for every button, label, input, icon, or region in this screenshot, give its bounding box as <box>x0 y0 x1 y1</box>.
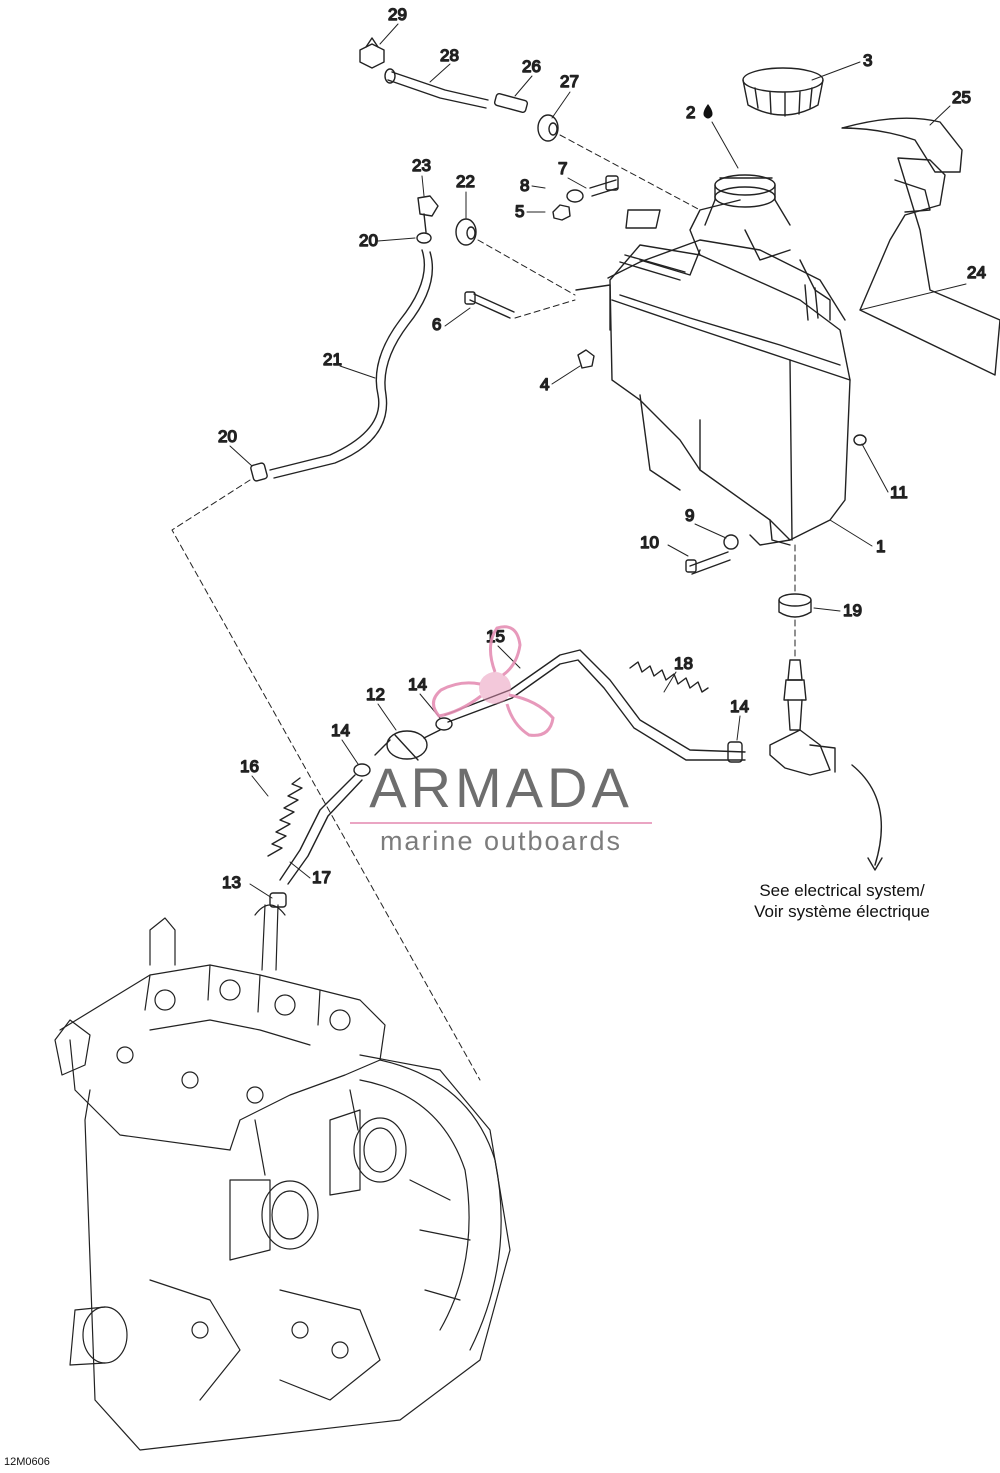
filter-12 <box>374 729 441 761</box>
assembly-guide-lines <box>171 134 796 1081</box>
watermark-brand: ARMADA <box>369 756 633 819</box>
callout-16: 16 <box>240 757 259 776</box>
callout-14-left: 14 <box>331 721 350 740</box>
clamp-14-left <box>353 717 453 777</box>
oil-tank <box>607 199 851 546</box>
reference-line-french: Voir système électrique <box>754 902 930 921</box>
filler-cap <box>742 67 824 117</box>
callout-19: 19 <box>843 601 862 620</box>
elbow-fitting-23 <box>417 195 439 233</box>
callout-8: 8 <box>520 176 529 195</box>
callout-18: 18 <box>674 654 693 673</box>
callout-2: 2 <box>686 103 695 122</box>
callout-1: 1 <box>876 537 885 556</box>
grommet-19 <box>778 593 812 618</box>
oil-drop-icon <box>703 104 713 119</box>
callout-5: 5 <box>515 202 524 221</box>
callout-25: 25 <box>952 88 971 107</box>
callout-6: 6 <box>432 315 441 334</box>
vent-hose-28 <box>384 68 489 109</box>
callout-17: 17 <box>312 868 331 887</box>
callout-labels: 29 28 26 27 3 2 25 23 22 7 8 5 20 6 24 2… <box>217 4 986 892</box>
callout-23: 23 <box>412 156 431 175</box>
grommet-27 <box>537 114 559 142</box>
connector-26 <box>493 93 529 113</box>
callout-29: 29 <box>388 5 407 24</box>
hose-17 <box>279 774 363 885</box>
filler-neck <box>704 174 791 226</box>
callout-3: 3 <box>863 51 872 70</box>
callout-27: 27 <box>560 72 579 91</box>
fasteners <box>464 175 867 575</box>
engine-assembly <box>54 904 511 1451</box>
callout-11: 11 <box>890 483 908 502</box>
leader-lines <box>229 23 967 899</box>
callout-4: 4 <box>540 375 549 394</box>
callout-26: 26 <box>522 57 541 76</box>
callout-13: 13 <box>222 873 241 892</box>
propeller-logo-icon <box>432 625 555 737</box>
callout-21: 21 <box>323 350 342 369</box>
watermark-underline <box>350 822 652 824</box>
vent-hose-21 <box>269 249 434 479</box>
callout-7: 7 <box>558 159 567 178</box>
callout-9: 9 <box>685 506 694 525</box>
grommet-22 <box>455 218 477 246</box>
spring-18 <box>629 661 709 693</box>
spring-16 <box>267 777 303 857</box>
oil-feed-hose-15 <box>444 649 746 761</box>
callout-14-center: 14 <box>408 675 427 694</box>
callout-20-upper: 20 <box>359 231 378 250</box>
electrical-system-reference: See electrical system/ Voir système élec… <box>712 880 972 922</box>
figure-code: 12M0606 <box>4 1456 50 1468</box>
callout-12: 12 <box>366 685 385 704</box>
callout-14-right: 14 <box>730 697 749 716</box>
reference-arrow <box>851 764 883 871</box>
callout-28: 28 <box>440 46 459 65</box>
clamp-14-right <box>727 741 743 763</box>
vent-valve-29 <box>359 37 385 69</box>
heat-shield-panels <box>841 117 1000 376</box>
callout-10: 10 <box>640 533 659 552</box>
watermark-tagline: marine outboards <box>379 826 623 856</box>
reference-line-english: See electrical system/ <box>759 881 925 900</box>
callout-20-lower: 20 <box>218 427 237 446</box>
callout-24: 24 <box>967 263 986 282</box>
callout-22: 22 <box>456 172 475 191</box>
clamp-20-lower <box>250 462 268 482</box>
clamp-20-upper <box>416 232 432 244</box>
oil-level-sensor <box>769 659 836 776</box>
